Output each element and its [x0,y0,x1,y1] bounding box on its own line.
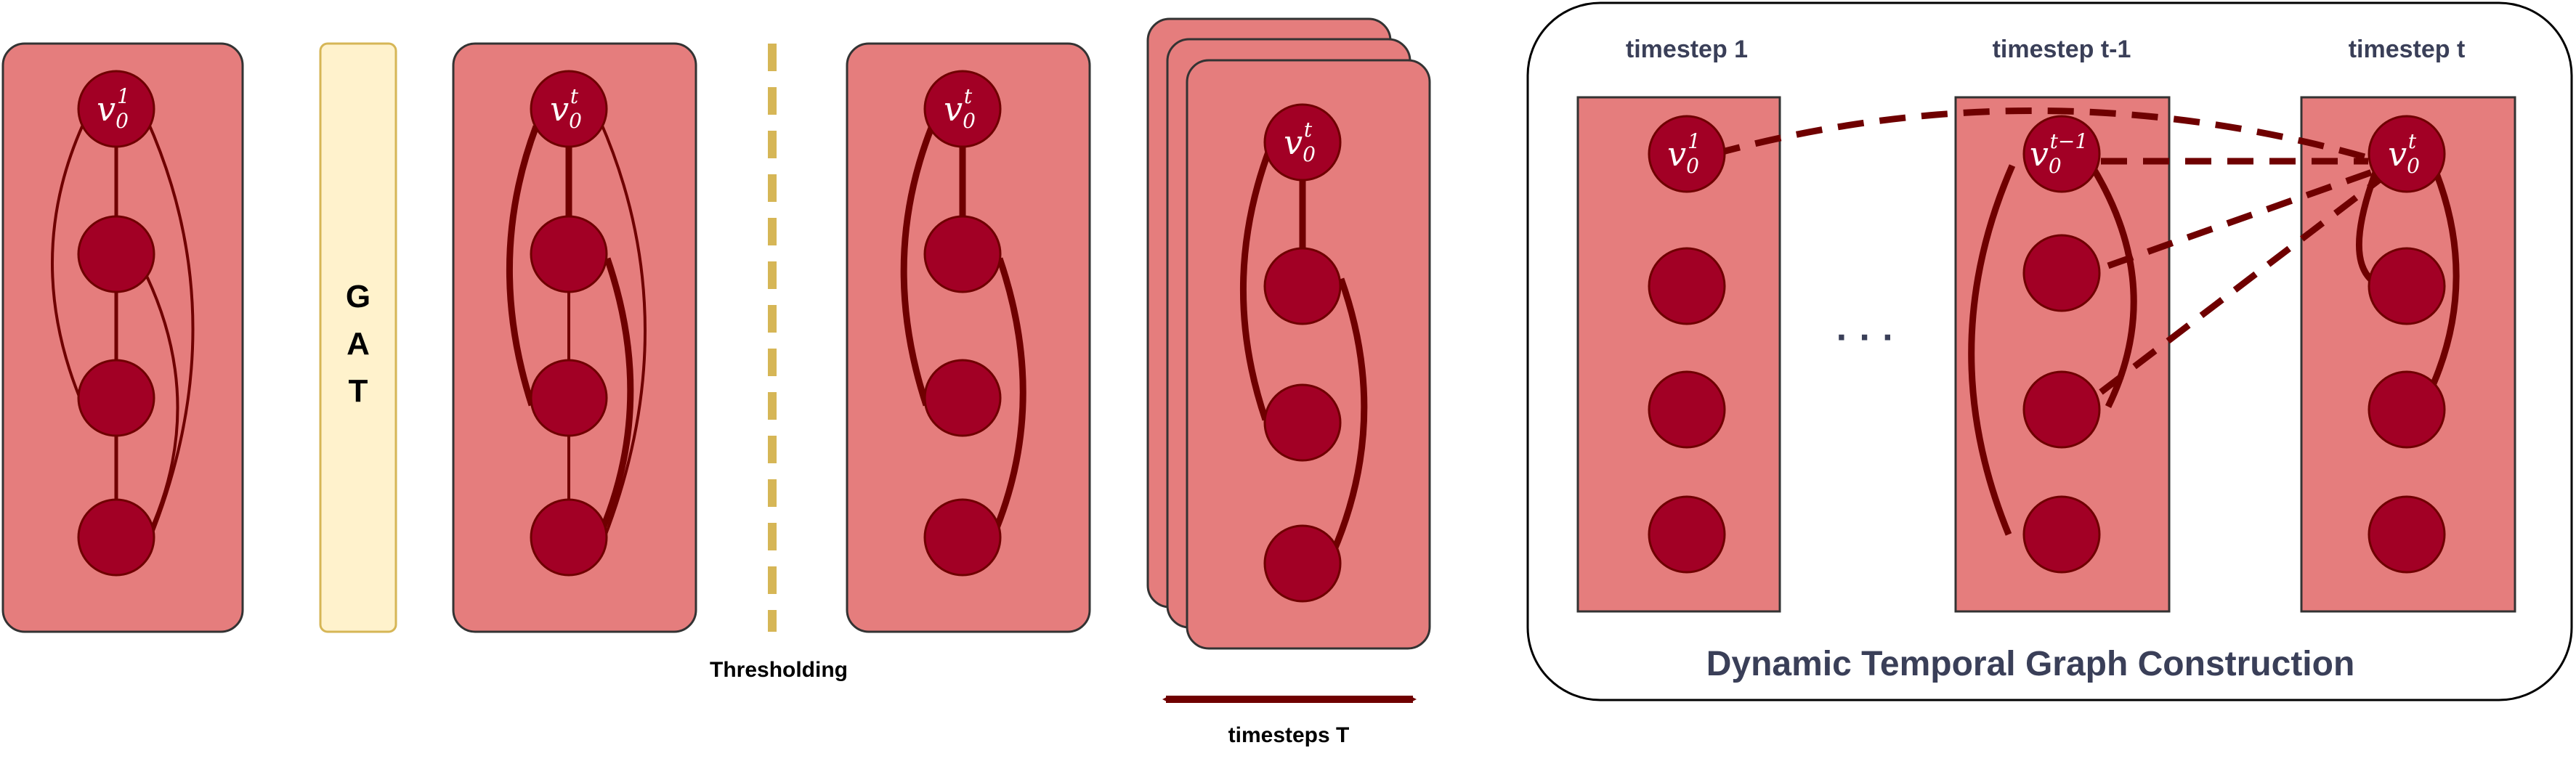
gat-letter-t: T [349,373,368,409]
node-stack-2 [1263,247,1342,325]
node-p3-2 [923,215,1002,293]
node-ct1-2 [2022,234,2101,312]
node-ct1-4 [2022,495,2101,574]
node-label-sub-c1: 0 [1686,154,1699,178]
stack-panel-front [1186,59,1431,650]
edge-p1-arc-inner-right [142,269,179,542]
gat-box [319,42,397,633]
node-label-sup-p2: t [570,84,579,108]
node-label-p3: v0t [944,84,976,133]
node-label-ct: v0t [2388,129,2420,178]
node-label-sub-stack: 0 [1303,142,1316,166]
node-label-sub-p1: 0 [116,109,129,133]
graph-panel-1 [1,42,244,633]
node-ct-1 [2368,115,2446,193]
node-stack-4 [1263,524,1342,603]
edge-temporal-1-to-t [1713,107,2371,162]
construction-ellipsis: · · · [1836,317,1895,359]
node-ct-4 [2368,495,2446,574]
node-label-ct1: v0t−1 [2030,129,2088,178]
node-stack-3 [1263,383,1342,462]
node-label-sub-ct: 0 [2407,154,2420,178]
graph-panel-3 [846,42,1091,633]
node-p2-4 [530,498,608,577]
node-ct1-3 [2022,370,2101,449]
node-label-sup-stack: t [1304,118,1313,142]
node-label-base-ct1: v [2030,134,2049,174]
edge-p1-arc-outer-right [144,118,195,551]
thresholding-label: Thresholding [710,658,848,682]
edge-p3-arc-left [900,126,935,407]
gat-letter-g: G [346,279,370,314]
edge-ct1-arc-outer-left [1968,164,2016,536]
node-c1-4 [1648,495,1726,574]
node-ct1-1 [2022,115,2101,193]
gat-letter-a: A [347,326,370,362]
header-timestep-1: timestep 1 [1626,36,1748,63]
node-label-sub-p2: 0 [569,109,582,133]
node-label-sup-p3: t [964,84,973,108]
construction-title: Dynamic Temporal Graph Construction [1706,645,2355,683]
node-p3-1 [923,70,1002,148]
node-p2-3 [530,359,608,437]
edge-p2-arc-inner-right [594,257,634,543]
node-p2-1 [530,70,608,148]
node-p1-1 [77,70,155,148]
header-timestep-t: timestep t [2349,36,2466,63]
edge-ct-arc-right [2423,161,2460,401]
node-label-base-c1: v [1667,134,1686,174]
node-label-sub-p3: 0 [963,109,976,133]
node-label-sup-c1: 1 [1688,129,1701,153]
node-label-c1: v01 [1667,129,1701,178]
node-c1-2 [1648,247,1726,325]
edge-temporal-t1n2-to-t [2107,168,2375,269]
edge-stack-arc-left [1240,147,1273,421]
node-label-base-stack: v [1284,123,1303,162]
edge-p2-arc-left [506,125,540,407]
timesteps-label: timesteps T [1228,723,1350,747]
node-p2-2 [530,215,608,293]
node-p3-3 [923,359,1002,437]
node-label-sup-p1: 1 [117,84,130,108]
node-p1-4 [77,498,155,577]
edge-p1-arc-outer-left [51,124,84,406]
node-label-base-ct: v [2388,134,2407,174]
node-p1-2 [77,215,155,293]
graph-panel-2 [452,42,697,633]
node-label-base-p2: v [550,89,569,129]
edge-p2-arc-outer-right [599,120,647,550]
node-label-base-p1: v [97,89,116,129]
node-ct-3 [2368,370,2446,449]
edge-ct1-arc-right [2073,140,2137,408]
node-p1-3 [77,359,155,437]
node-label-sup-ct: t [2408,129,2417,153]
node-ct-2 [2368,247,2446,325]
edge-stack-arc-right [1327,277,1368,559]
node-label-sub-ct1: 0 [2049,154,2062,178]
node-stack-1 [1263,103,1342,182]
node-label-p1: v01 [97,84,130,133]
edge-temporal-t1n3-to-t [2099,174,2385,395]
edge-p3-arc-right [987,257,1026,543]
header-timestep-t-minus-1: timestep t-1 [1993,36,2131,63]
node-label-sup-ct1: t−1 [2050,129,2089,153]
node-label-base-p3: v [944,89,963,129]
node-c1-3 [1648,370,1726,449]
node-label-stack: v0t [1284,118,1316,166]
node-p3-4 [923,498,1002,577]
node-label-p2: v0t [550,84,582,133]
node-c1-1 [1648,115,1726,193]
